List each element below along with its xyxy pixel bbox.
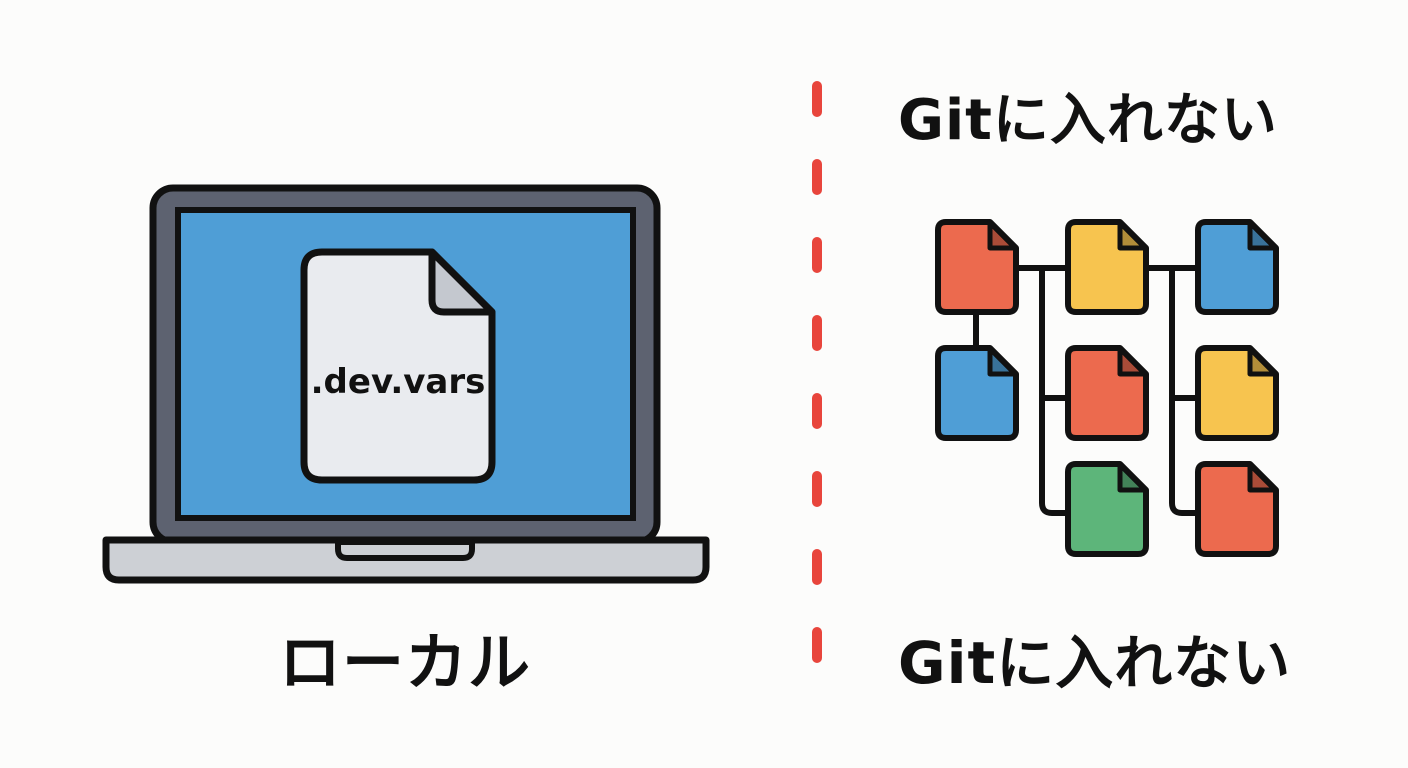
tree-file-body: [1065, 461, 1149, 557]
local-caption: ローカル: [278, 626, 531, 699]
git-bottom-caption: Gitに入れない: [898, 629, 1292, 697]
file-fold: [428, 248, 496, 316]
tree-file-fold: [1247, 219, 1279, 251]
tree-file-icon: [1065, 461, 1149, 557]
file-label: .dev.vars: [311, 362, 486, 402]
dev-vars-file-icon: .dev.vars: [300, 248, 496, 484]
tree-file-icon: [1195, 219, 1279, 315]
tree-file-fold: [1117, 461, 1149, 493]
tree-file-body: [1195, 345, 1279, 441]
file-tree: [935, 219, 1279, 557]
tree-file-body: [935, 219, 1019, 315]
tree-file-icon: [1065, 219, 1149, 315]
tree-file-body: [1195, 461, 1279, 557]
tree-file-body: [1195, 219, 1279, 315]
git-top-caption: Gitに入れない: [898, 88, 1278, 153]
tree-file-icon: [1195, 345, 1279, 441]
tree-file-fold: [987, 345, 1019, 377]
tree-file-icon: [1195, 461, 1279, 557]
laptop-notch: [335, 539, 475, 561]
tree-file-fold: [1247, 345, 1279, 377]
tree-file-fold: [1117, 219, 1149, 251]
tree-file-icon: [935, 345, 1019, 441]
tree-file-icon: [935, 219, 1019, 315]
tree-file-body: [1065, 219, 1149, 315]
tree-file-fold: [1247, 461, 1279, 493]
tree-file-body: [1065, 345, 1149, 441]
tree-file-icon: [1065, 345, 1149, 441]
tree-file-body: [935, 345, 1019, 441]
tree-file-fold: [987, 219, 1019, 251]
tree-file-fold: [1117, 345, 1149, 377]
